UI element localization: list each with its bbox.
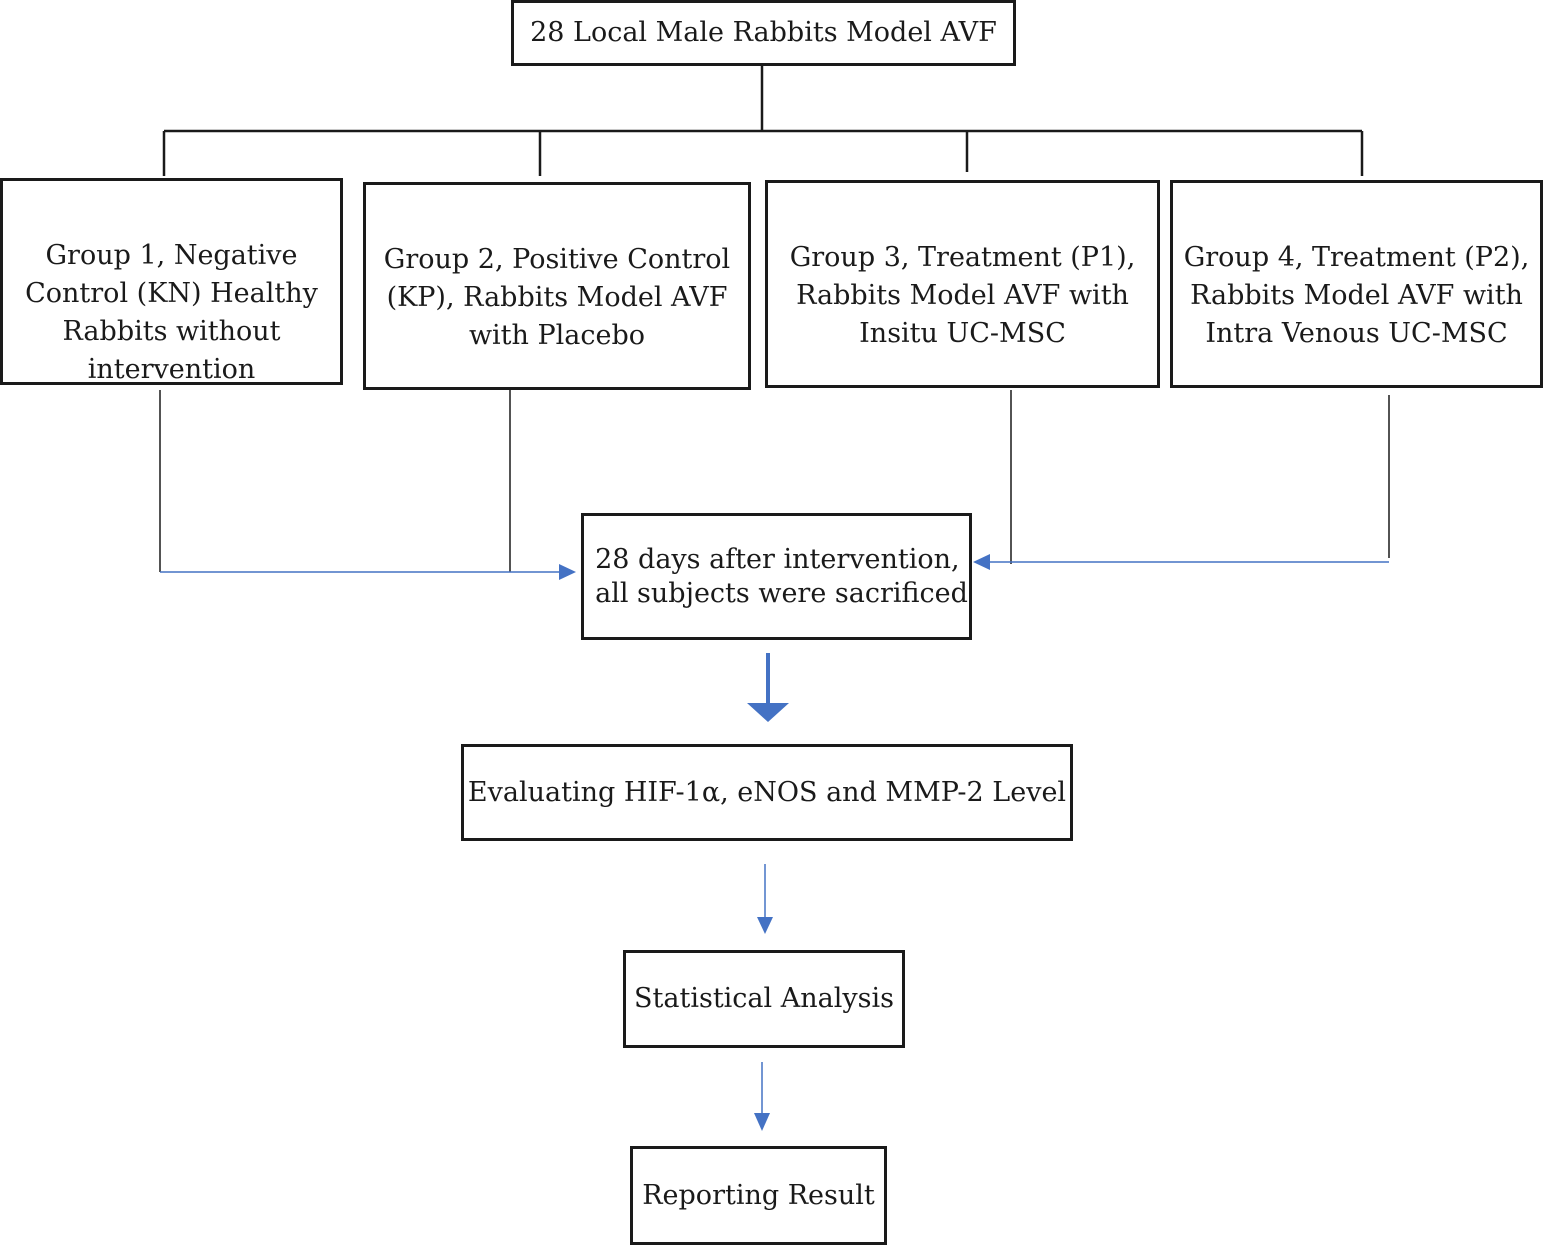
evaluate-box: Evaluating HIF-1α, eNOS and MMP-2 Level xyxy=(461,744,1073,841)
left-merge-arrowhead xyxy=(559,564,576,580)
down-arrow-3-head xyxy=(754,1113,770,1131)
down-arrow-1-head xyxy=(747,703,789,722)
root-label: 28 Local Male Rabbits Model AVF xyxy=(530,17,997,48)
analysis-label: Statistical Analysis xyxy=(634,983,894,1014)
tree-lines xyxy=(162,65,1364,176)
group-4-box: Group 4, Treatment (P2), Rabbits Model A… xyxy=(1170,180,1543,388)
sacrifice-label: 28 days after intervention, all subjects… xyxy=(595,543,968,609)
analysis-box: Statistical Analysis xyxy=(623,950,905,1048)
root-box: 28 Local Male Rabbits Model AVF xyxy=(511,0,1016,66)
group-3-label: Group 3, Treatment (P1), Rabbits Model A… xyxy=(789,242,1136,349)
group-2-box: Group 2, Positive Control (KP), Rabbits … xyxy=(363,182,751,390)
group-1-box: Group 1, Negative Control (KN) Healthy R… xyxy=(0,178,343,385)
sacrifice-box: 28 days after intervention, all subjects… xyxy=(581,513,972,640)
group-1-label: Group 1, Negative Control (KN) Healthy R… xyxy=(25,240,318,385)
down-arrow-2-head xyxy=(757,917,773,934)
group-3-box: Group 3, Treatment (P1), Rabbits Model A… xyxy=(765,180,1160,388)
drop-lines xyxy=(159,390,1390,572)
right-merge-arrowhead xyxy=(973,554,990,570)
report-box: Reporting Result xyxy=(630,1146,887,1245)
evaluate-label: Evaluating HIF-1α, eNOS and MMP-2 Level xyxy=(467,776,1067,808)
report-label: Reporting Result xyxy=(642,1179,875,1211)
group-2-label: Group 2, Positive Control (KP), Rabbits … xyxy=(383,244,731,351)
group-4-label: Group 4, Treatment (P2), Rabbits Model A… xyxy=(1183,242,1530,349)
blue-arrows xyxy=(160,554,1389,1131)
